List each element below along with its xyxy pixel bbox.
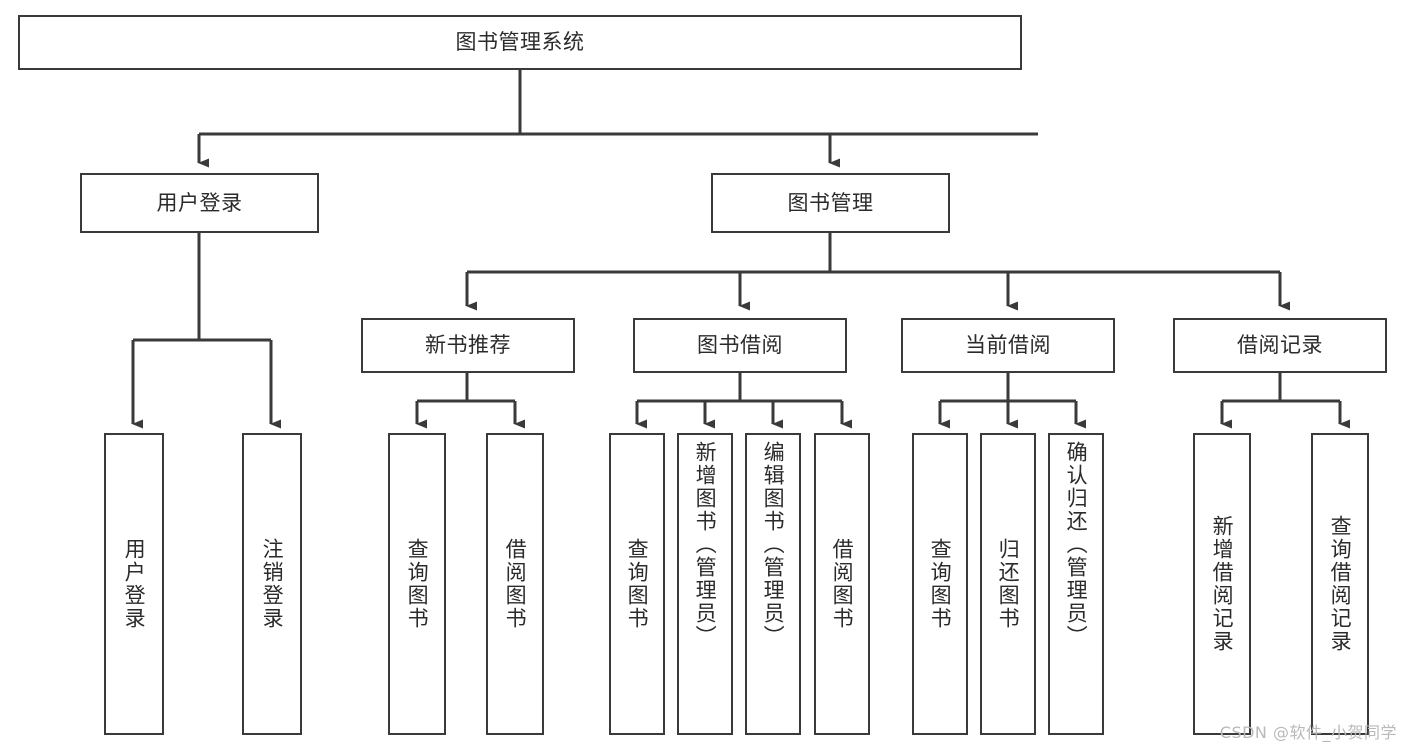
leaf-user-login-logout-label: 注销登录 xyxy=(260,538,285,630)
node-borrow-record-label: 借阅记录 xyxy=(1237,333,1323,358)
node-user-login-label: 用户登录 xyxy=(156,190,243,215)
node-borrow-record[interactable]: 借阅记录 xyxy=(1173,318,1387,373)
leaf-book-borrow-borrow-book-label: 借阅图书 xyxy=(830,538,855,630)
leaf-new-book-borrow-book-label: 借阅图书 xyxy=(503,538,528,630)
leaf-book-borrow-edit-book[interactable]: 编辑图书（管理员） xyxy=(745,433,801,735)
leaf-book-borrow-query-book-label: 查询图书 xyxy=(625,538,650,630)
leaf-book-borrow-query-book[interactable]: 查询图书 xyxy=(609,433,665,735)
leaf-book-borrow-edit-book-label: 编辑图书（管理员） xyxy=(761,441,786,648)
node-book-management[interactable]: 图书管理 xyxy=(711,173,950,233)
leaf-book-borrow-add-book-label: 新增图书（管理员） xyxy=(693,441,718,648)
node-new-book-recommend[interactable]: 新书推荐 xyxy=(361,318,575,373)
leaf-new-book-borrow-book[interactable]: 借阅图书 xyxy=(486,433,544,735)
leaf-current-borrow-query-book[interactable]: 查询图书 xyxy=(912,433,968,735)
leaf-book-borrow-add-book[interactable]: 新增图书（管理员） xyxy=(677,433,733,735)
leaf-user-login-logout[interactable]: 注销登录 xyxy=(242,433,302,735)
node-book-management-label: 图书管理 xyxy=(787,190,874,215)
leaf-current-borrow-return-book-label: 归还图书 xyxy=(996,538,1021,630)
node-current-borrow[interactable]: 当前借阅 xyxy=(901,318,1115,373)
node-book-borrow-label: 图书借阅 xyxy=(697,333,783,358)
leaf-user-login-login-label: 用户登录 xyxy=(122,538,147,630)
leaf-current-borrow-confirm-return-label: 确认归还（管理员） xyxy=(1064,441,1089,648)
leaf-borrow-record-add-record[interactable]: 新增借阅记录 xyxy=(1193,433,1251,735)
leaf-new-book-query-book[interactable]: 查询图书 xyxy=(388,433,446,735)
node-root-label: 图书管理系统 xyxy=(455,30,585,55)
leaf-current-borrow-query-book-label: 查询图书 xyxy=(928,538,953,630)
node-current-borrow-label: 当前借阅 xyxy=(965,333,1051,358)
leaf-borrow-record-query-record-label: 查询借阅记录 xyxy=(1328,515,1353,653)
leaf-borrow-record-add-record-label: 新增借阅记录 xyxy=(1210,515,1235,653)
node-root[interactable]: 图书管理系统 xyxy=(18,15,1022,70)
leaf-current-borrow-return-book[interactable]: 归还图书 xyxy=(980,433,1036,735)
leaf-current-borrow-confirm-return[interactable]: 确认归还（管理员） xyxy=(1048,433,1104,735)
leaf-user-login-login[interactable]: 用户登录 xyxy=(104,433,164,735)
leaf-book-borrow-borrow-book[interactable]: 借阅图书 xyxy=(814,433,870,735)
leaf-new-book-query-book-label: 查询图书 xyxy=(405,538,430,630)
leaf-borrow-record-query-record[interactable]: 查询借阅记录 xyxy=(1311,433,1369,735)
node-book-borrow[interactable]: 图书借阅 xyxy=(633,318,847,373)
node-user-login[interactable]: 用户登录 xyxy=(80,173,319,233)
node-new-book-recommend-label: 新书推荐 xyxy=(425,333,511,358)
